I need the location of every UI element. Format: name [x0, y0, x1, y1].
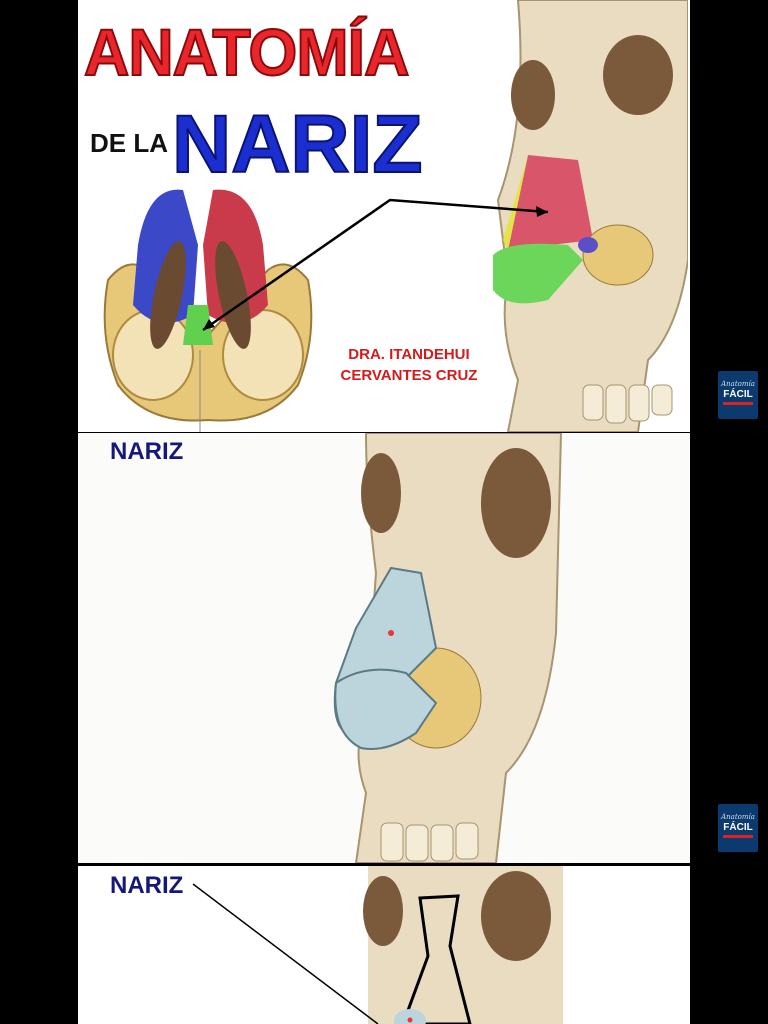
- author-name: DRA. ITANDEHUI CERVANTES CRUZ: [336, 344, 482, 386]
- badge-stripe: [723, 835, 753, 838]
- slide-label: NARIZ: [110, 872, 184, 899]
- pointer-arrow: [202, 198, 549, 332]
- title-de-la: DE LA: [90, 128, 168, 158]
- skull-outline-illustration: [192, 866, 563, 1024]
- slide-nose-cartilage: NARIZ: [78, 433, 690, 863]
- author-line-2: CERVANTES CRUZ: [340, 367, 478, 384]
- badge-stripe: [723, 402, 753, 405]
- title-nariz: NARIZ: [171, 98, 424, 191]
- title-anatomia: ANATOMÍA: [83, 14, 410, 90]
- badge-main-text: FÁCIL: [723, 389, 753, 400]
- anatomia-facil-logo: Anatomía FÁCIL: [718, 804, 758, 852]
- anatomia-facil-logo: Anatomía FÁCIL: [718, 371, 758, 419]
- badge-script-text: Anatomía: [721, 813, 755, 821]
- nasal-cartilage-illustration: [103, 189, 313, 432]
- badge-script-text: Anatomía: [721, 380, 755, 388]
- author-line-1: DRA. ITANDEHUI: [348, 346, 470, 363]
- badge-main-text: FÁCIL: [723, 822, 753, 833]
- skull-nose-illustration: [333, 433, 563, 863]
- title-slide: ANATOMÍA DE LA NARIZ DRA. ITANDEHUI CERV…: [78, 0, 690, 432]
- skull-lateral-illustration: [493, 0, 688, 432]
- slide-nose-outline: NARIZ: [78, 866, 690, 1024]
- slide-label: NARIZ: [110, 438, 184, 465]
